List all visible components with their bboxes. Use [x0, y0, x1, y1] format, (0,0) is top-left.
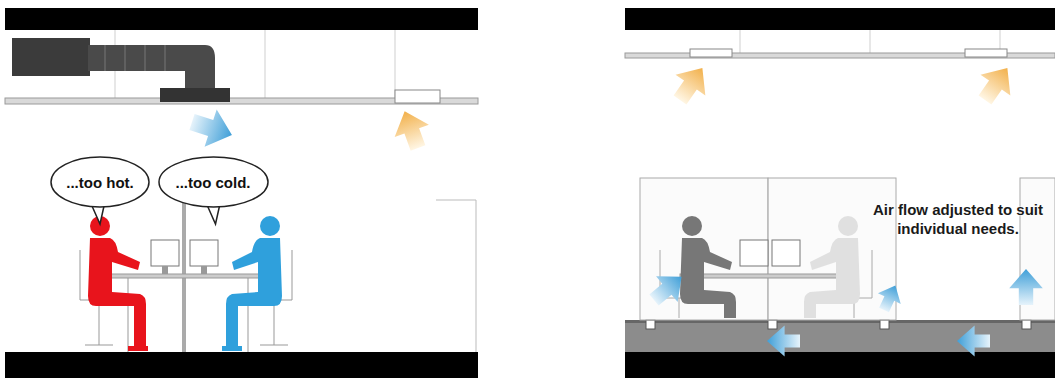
bubble-tail [92, 206, 104, 224]
floor-slab [5, 352, 478, 378]
supply-air-arrow [873, 280, 907, 315]
speech-bubble: ...too hot. [50, 156, 150, 208]
supply-air-arrow [186, 103, 238, 153]
floor-slab [625, 352, 1055, 378]
seated-person [680, 216, 736, 318]
ceiling-slab [625, 8, 1055, 30]
air-duct [12, 38, 230, 102]
bubble-ellipse [51, 157, 149, 207]
left-panel [5, 8, 478, 378]
monitor [740, 240, 768, 266]
bubble-ellipse [159, 157, 268, 207]
return-grille [965, 49, 1007, 57]
hot-person [88, 216, 148, 351]
bubble-text: ...too cold. [176, 174, 251, 191]
monitor [151, 240, 179, 266]
glass-partition [640, 178, 1055, 320]
monitor [190, 240, 218, 266]
raised-floor [625, 322, 1055, 352]
return-air-arrow [970, 58, 1022, 111]
underfloor-air-arrow [767, 326, 800, 357]
note-label: Air flow adjusted to suit individual nee… [872, 200, 1044, 238]
supply-air-arrow [1009, 269, 1043, 305]
bubble-text: ...too hot. [66, 174, 133, 191]
ceiling-slab [5, 8, 478, 30]
seated-person [804, 216, 860, 318]
bubble-tail [207, 206, 219, 224]
return-grille [395, 90, 440, 103]
underfloor-air-arrow [957, 326, 990, 357]
speech-bubble: ...too cold. [158, 156, 269, 208]
cold-person [222, 216, 282, 351]
supply-air-arrow [643, 264, 692, 313]
wall [436, 200, 476, 352]
return-air-arrow [665, 58, 717, 111]
right-panel [625, 8, 1055, 378]
return-air-arrow [388, 105, 436, 154]
return-grille [690, 49, 732, 57]
monitor [772, 240, 800, 266]
desk [110, 274, 265, 278]
